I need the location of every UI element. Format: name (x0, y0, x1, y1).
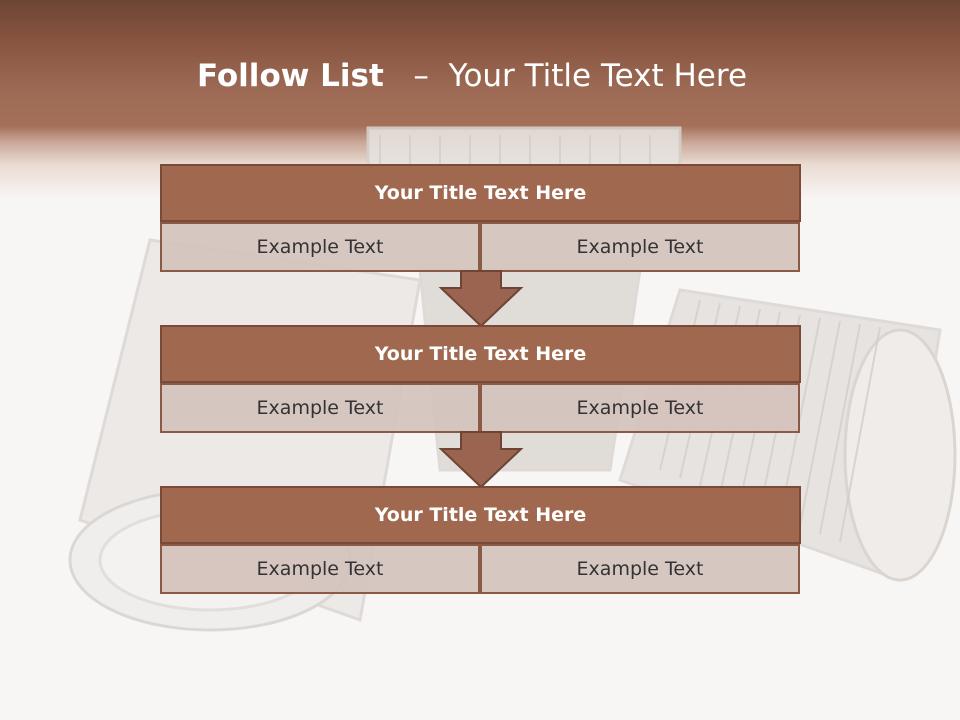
down-arrow-icon (438, 431, 524, 489)
slide-title: Follow List – Your Title Text Here (0, 56, 944, 96)
step-right-cell: Example Text (480, 544, 800, 594)
slide-title-rest: Your Title Text Here (448, 58, 748, 94)
step-left-cell: Example Text (160, 383, 480, 433)
step-right-cell: Example Text (480, 383, 800, 433)
down-arrow-icon (438, 270, 524, 328)
step-title: Your Title Text Here (160, 164, 801, 222)
step-left-cell: Example Text (160, 222, 480, 272)
step-right-cell: Example Text (480, 222, 800, 272)
step-title: Your Title Text Here (160, 486, 801, 544)
slide-title-bold: Follow List (196, 58, 384, 94)
step-title: Your Title Text Here (160, 325, 801, 383)
slide-title-dash: – (413, 58, 429, 94)
step-left-cell: Example Text (160, 544, 480, 594)
